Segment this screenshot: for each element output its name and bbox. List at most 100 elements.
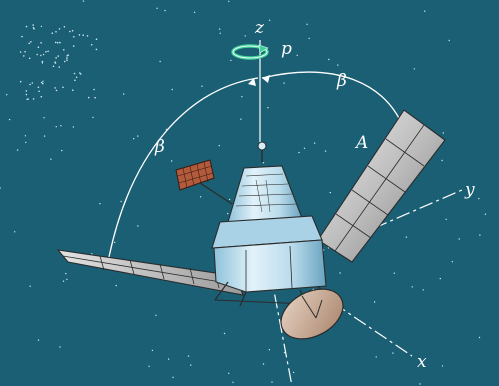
star (298, 151, 300, 154)
star (92, 116, 94, 119)
star (63, 49, 65, 51)
star (50, 158, 52, 160)
star (123, 93, 125, 95)
x-axis-label: x (417, 352, 427, 372)
star (30, 41, 32, 43)
star (82, 34, 84, 36)
star (219, 28, 221, 30)
star (313, 142, 316, 144)
star (227, 212, 229, 215)
spin-rate-label: p (281, 39, 292, 59)
star (93, 88, 95, 91)
star (26, 98, 29, 101)
star (37, 46, 40, 48)
star (223, 332, 226, 335)
right-solar-panel (317, 109, 446, 263)
star (292, 371, 295, 374)
star (442, 132, 444, 134)
star (95, 48, 98, 51)
star (137, 225, 139, 227)
star (32, 98, 35, 100)
star (337, 64, 339, 66)
star (52, 65, 55, 68)
star (16, 149, 19, 151)
star (120, 200, 122, 203)
star (41, 60, 44, 63)
star (66, 57, 68, 59)
star (479, 234, 481, 236)
star (32, 27, 35, 29)
star (57, 55, 59, 57)
star (303, 147, 306, 149)
star (87, 96, 90, 99)
star (31, 82, 34, 84)
star (187, 355, 190, 357)
star (66, 59, 68, 61)
star (56, 41, 59, 44)
star (51, 32, 54, 34)
star (228, 372, 230, 374)
star (137, 135, 139, 137)
spin-arrow-icon (231, 44, 269, 60)
star (156, 7, 158, 9)
star (72, 126, 75, 128)
star (419, 383, 421, 385)
star (148, 365, 150, 367)
angle-beta-left-label: β (154, 137, 165, 157)
star (155, 314, 157, 316)
star (72, 89, 74, 91)
star (24, 50, 26, 53)
star (58, 66, 60, 68)
star (262, 162, 265, 164)
star (66, 278, 68, 281)
star (82, 0, 85, 2)
star (54, 87, 56, 89)
star (244, 35, 246, 37)
star (262, 363, 265, 365)
star (268, 19, 271, 21)
star (42, 53, 45, 56)
panel-point-label: A (354, 133, 368, 153)
star (73, 72, 76, 75)
beta-arc-left (107, 77, 259, 263)
y-axis-label: y (464, 180, 475, 200)
star (193, 11, 196, 13)
star (114, 241, 116, 244)
star (55, 126, 57, 128)
star (74, 79, 76, 82)
star (411, 286, 413, 288)
star (32, 24, 34, 26)
star (0, 187, 1, 189)
star (424, 10, 426, 12)
star (241, 96, 243, 98)
star (37, 86, 40, 89)
angle-beta-right-label: β (336, 71, 347, 91)
star (271, 381, 273, 383)
star (484, 213, 487, 215)
star (283, 82, 285, 84)
star (58, 28, 61, 30)
star (232, 381, 234, 383)
star (29, 285, 31, 287)
star (23, 55, 25, 57)
star (151, 349, 154, 352)
star (445, 218, 447, 221)
star (458, 238, 460, 240)
star (65, 272, 67, 275)
star (62, 86, 64, 89)
star (55, 89, 58, 92)
star (55, 31, 57, 33)
star (267, 107, 269, 109)
star (14, 231, 16, 233)
star (38, 90, 40, 93)
z-axis-label: z (254, 18, 265, 38)
star (59, 41, 61, 44)
star (228, 0, 230, 3)
star (37, 339, 40, 341)
star (296, 54, 298, 56)
star (201, 85, 203, 87)
star (451, 261, 453, 263)
star (28, 57, 31, 60)
